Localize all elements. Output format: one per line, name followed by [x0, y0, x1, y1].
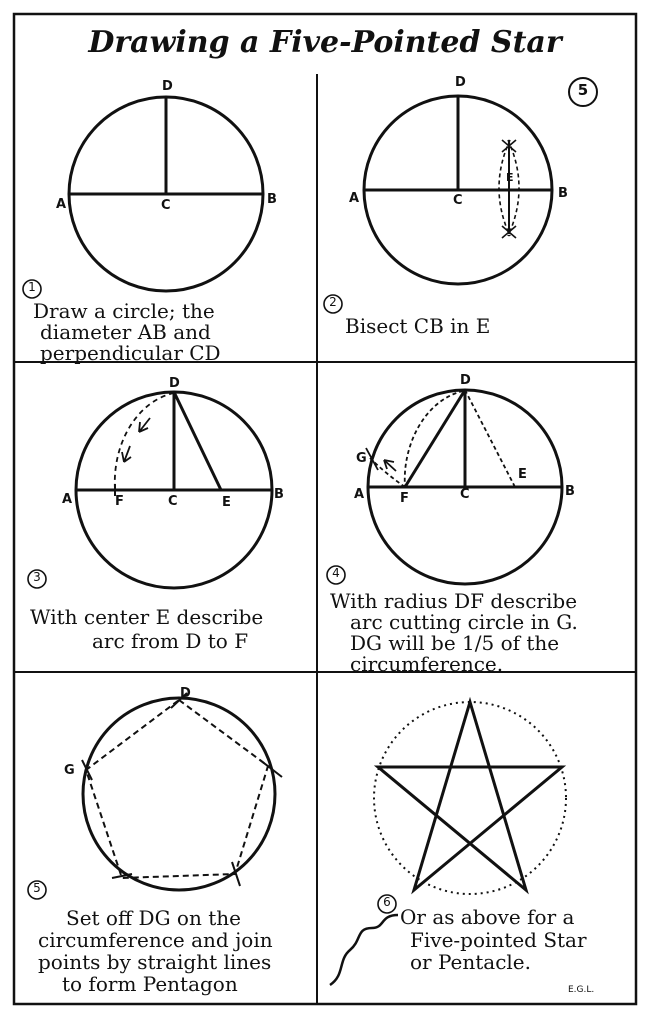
label-c: C	[168, 494, 178, 509]
step-1-caption-line-2: diameter AB and	[40, 320, 211, 344]
arrow-1	[138, 417, 151, 433]
label-b: B	[274, 487, 284, 502]
step-4-number: 4	[332, 566, 340, 580]
label-a: A	[56, 197, 67, 212]
label-c: C	[460, 487, 470, 502]
step-6-number: 6	[383, 895, 391, 909]
dotted-circle	[373, 701, 567, 895]
connector-squiggle	[329, 913, 399, 987]
plate-number: 5	[577, 81, 589, 99]
label-d: D	[162, 79, 173, 94]
circle	[81, 696, 277, 892]
step-5-caption-line-3: points by straight lines	[38, 950, 272, 974]
label-e: E	[506, 171, 514, 184]
label-b: B	[267, 192, 277, 207]
pentagon	[84, 698, 270, 880]
label-d: D	[180, 686, 191, 701]
step-6-caption-line-2: Five-pointed Star	[410, 928, 587, 952]
bisect-arc-right	[507, 139, 520, 237]
step-1-caption-line-1: Draw a circle; the	[33, 299, 215, 323]
label-d: D	[460, 373, 471, 388]
step-6-caption-line-3: or Pentacle.	[410, 950, 531, 974]
tick-d	[170, 692, 188, 709]
plate-number-circle	[568, 77, 598, 107]
tick-bottom-b	[501, 225, 517, 239]
line-df	[403, 389, 467, 488]
step-4-caption-line-1: With radius DF describe	[330, 589, 578, 613]
label-f: F	[400, 491, 409, 506]
page-title: Drawing a Five-Pointed Star	[88, 25, 562, 60]
label-g: G	[64, 763, 75, 778]
step-4-circle	[326, 565, 346, 585]
step-3-caption-line-1: With center E describe	[30, 605, 264, 629]
tick-g	[365, 447, 379, 471]
arrow-g	[383, 459, 397, 472]
step-3-caption-line-2: arc from D to F	[92, 629, 249, 653]
frame	[12, 12, 638, 1006]
arrow-2	[121, 445, 132, 463]
label-b: B	[558, 186, 568, 201]
step-6-circle	[377, 894, 397, 914]
step-5-caption-line-4: to form Pentagon	[62, 972, 238, 996]
signature: E.G.L.	[568, 985, 595, 995]
tick-right	[259, 759, 283, 778]
step-5-caption-line-2: circumference and join	[38, 928, 273, 952]
label-e: E	[518, 467, 527, 482]
step-4-caption-line-3: DG will be 1/5 of the	[350, 631, 560, 655]
step-2-circle	[323, 294, 343, 314]
tick-bottom-right	[231, 861, 241, 887]
panel-1-figure	[67, 95, 265, 293]
label-d: D	[169, 376, 180, 391]
tick-top-b	[501, 139, 517, 153]
step-number-circles	[22, 279, 397, 914]
five-pointed-star	[373, 696, 567, 895]
step-6-caption-line-1: Or as above for a	[400, 905, 575, 929]
step-5-circle	[27, 880, 47, 900]
outer-border	[12, 12, 638, 1006]
line-de	[172, 391, 223, 491]
step-1-circle	[22, 279, 42, 299]
label-a: A	[62, 492, 73, 507]
label-a: A	[349, 191, 360, 206]
label-d: D	[455, 75, 466, 90]
label-a: A	[354, 487, 365, 502]
label-e: E	[222, 495, 231, 510]
step-1-caption-line-3: perpendicular CD	[40, 341, 221, 365]
label-f: F	[115, 494, 124, 509]
line-de	[464, 389, 516, 488]
tick-bottom-left	[111, 873, 133, 879]
step-3-circle	[27, 569, 47, 589]
tick-g	[81, 759, 93, 781]
panel-5-figure	[81, 692, 283, 892]
step-2-number: 2	[329, 295, 337, 309]
panel-4-figure	[365, 388, 564, 586]
label-c: C	[161, 198, 171, 213]
step-3-number: 3	[33, 570, 41, 584]
arc-d-to-f	[403, 390, 464, 488]
step-5-number: 5	[33, 881, 41, 895]
label-c: C	[453, 193, 463, 208]
panel-2-figure	[362, 94, 554, 286]
step-2-caption-line-1: Bisect CB in E	[345, 314, 491, 338]
step-4-caption-line-4: circumference.	[350, 652, 504, 676]
step-1-number: 1	[28, 280, 36, 294]
arc-d-to-f	[113, 392, 175, 491]
step-5-caption-line-1: Set off DG on the	[66, 906, 241, 930]
bisect-arc-left	[498, 139, 511, 237]
label-b: B	[565, 484, 575, 499]
panel-3-figure	[74, 390, 274, 590]
arc-f-to-g	[369, 457, 406, 488]
panel-6-figure	[373, 696, 567, 895]
label-g: G	[356, 451, 367, 466]
step-4-caption-line-2: arc cutting circle in G.	[350, 610, 578, 634]
